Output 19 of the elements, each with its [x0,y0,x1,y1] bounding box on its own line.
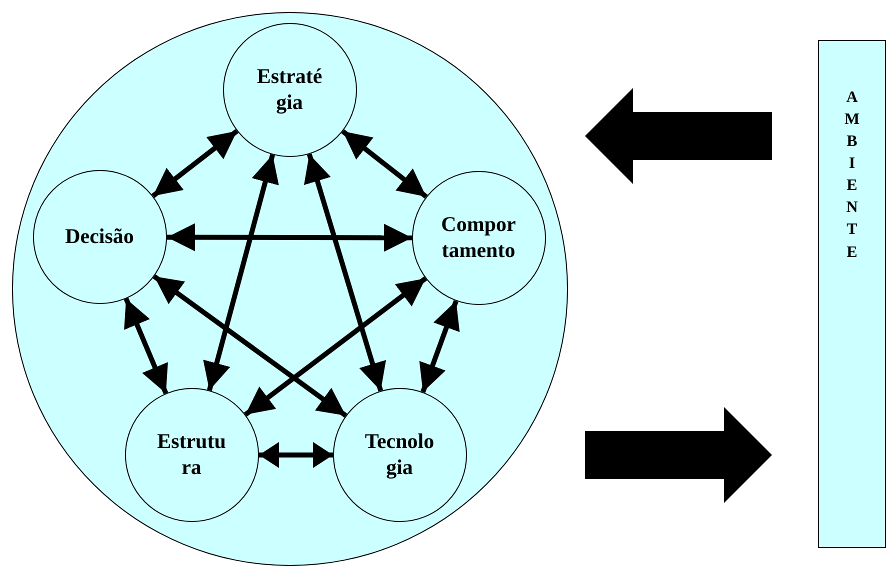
double-arrow [341,129,428,199]
double-arrow [419,300,460,393]
node-label: Compor tamento [440,212,517,263]
block-arrow [585,407,772,503]
node-label: A M B I E N T E [844,88,860,263]
double-arrow [167,223,412,252]
block-arrow [585,88,772,184]
double-arrow [244,276,428,417]
double-arrow [151,129,239,198]
double-arrow [259,442,333,468]
double-arrow [304,153,386,392]
environment-box [818,40,886,548]
double-arrow [152,274,348,418]
node-label: Estrutu ra [156,429,227,480]
node-label: Decisão [65,224,134,250]
double-arrow [203,154,279,391]
node-label: Estraté gia [256,64,324,115]
node-label: Tecnolo gia [364,429,436,480]
double-arrow [124,298,168,394]
